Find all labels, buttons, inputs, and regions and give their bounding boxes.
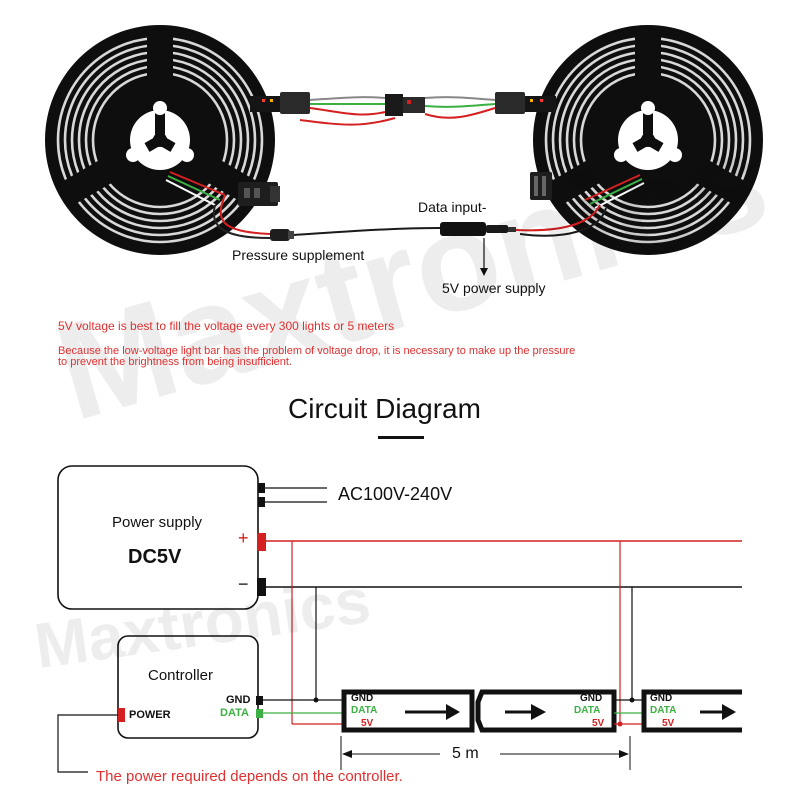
- data-input-label: Data input-: [418, 199, 487, 215]
- pressure-supplement-label: Pressure supplement: [232, 247, 365, 263]
- seg1-data-label: DATA: [351, 705, 378, 716]
- seg3-data-label: DATA: [650, 705, 677, 716]
- strip-segment-3: [641, 689, 742, 733]
- strip-segment-1: [341, 689, 475, 733]
- seg3-gnd-label: GND: [650, 693, 673, 704]
- led-reel-right: [533, 25, 763, 255]
- seg1-gnd-label: GND: [351, 693, 374, 704]
- strip-connector-wires: [250, 92, 556, 126]
- voltage-drop-note: Because the low-voltage light bar has th…: [58, 345, 576, 368]
- power-supply-5v-label: 5V power supply: [442, 280, 546, 296]
- strip-segment-2: [475, 689, 617, 733]
- dc-voltage-label: DC5V: [128, 546, 182, 568]
- title-underline: [378, 436, 424, 439]
- seg3-5v-label: 5V: [662, 718, 675, 729]
- seg2-data-label: DATA: [574, 705, 601, 716]
- circuit-diagram-title: Circuit Diagram: [288, 393, 481, 424]
- seg1-5v-label: 5V: [361, 718, 374, 729]
- voltage-note: 5V voltage is best to fill the voltage e…: [58, 319, 395, 333]
- length-label: 5 m: [452, 745, 479, 762]
- power-supply-label: Power supply: [112, 514, 203, 531]
- controller-power-port: [118, 708, 125, 722]
- power-supply-box: [57, 465, 259, 610]
- footer-note: The power required depends on the contro…: [96, 768, 403, 785]
- controller-data-label: DATA: [220, 707, 249, 719]
- ac-input-label: AC100V-240V: [338, 484, 453, 504]
- positive-terminal: [257, 533, 266, 551]
- circuit-diagram: [57, 436, 742, 773]
- negative-terminal: [257, 578, 266, 596]
- controller-box: [117, 635, 259, 739]
- minus-sign: −: [238, 574, 249, 594]
- controller-gnd-label: GND: [226, 694, 251, 706]
- power-feed-wiring: [212, 172, 607, 276]
- seg2-5v-label: 5V: [592, 718, 605, 729]
- led-reel-left: [45, 25, 275, 255]
- power-port-label: POWER: [129, 709, 171, 721]
- plus-sign: +: [238, 528, 249, 548]
- dimension-marker: [340, 736, 631, 770]
- controller-label: Controller: [148, 667, 214, 684]
- seg2-gnd-label: GND: [580, 693, 603, 704]
